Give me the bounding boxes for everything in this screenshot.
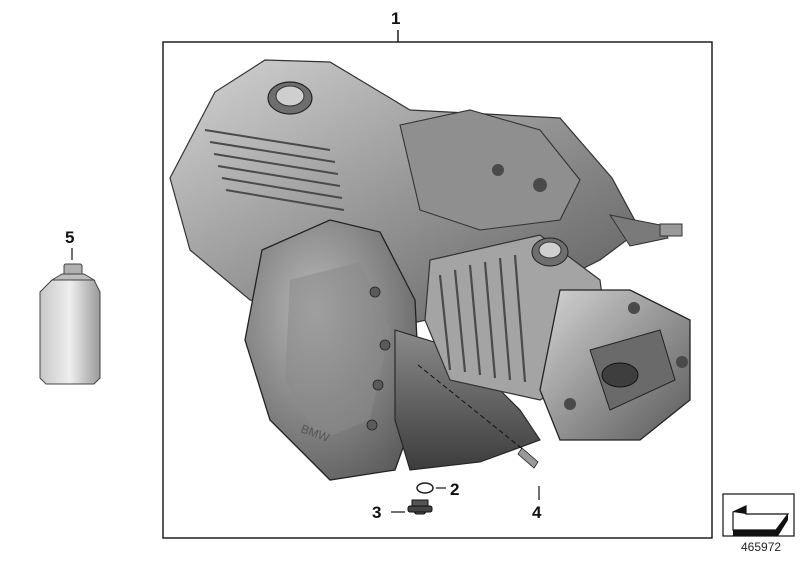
drain-plug-part — [391, 499, 433, 515]
callout-dipstick-label: 4 — [532, 503, 542, 522]
dipstick-part — [417, 364, 540, 500]
callout-plug-label: 3 — [372, 503, 382, 522]
diagram-id: 465972 — [741, 540, 782, 554]
engine-assembly: BMW — [169, 59, 691, 481]
o-ring-part — [416, 482, 446, 494]
oil-bottle-part — [39, 248, 101, 385]
callout-o-ring-label: 2 — [450, 480, 460, 499]
assembly-frame — [162, 41, 713, 539]
navigation-arrow-icon — [722, 493, 795, 537]
callout-oil-bottle-label: 5 — [65, 228, 75, 247]
callout-engine-label: 1 — [391, 9, 401, 28]
